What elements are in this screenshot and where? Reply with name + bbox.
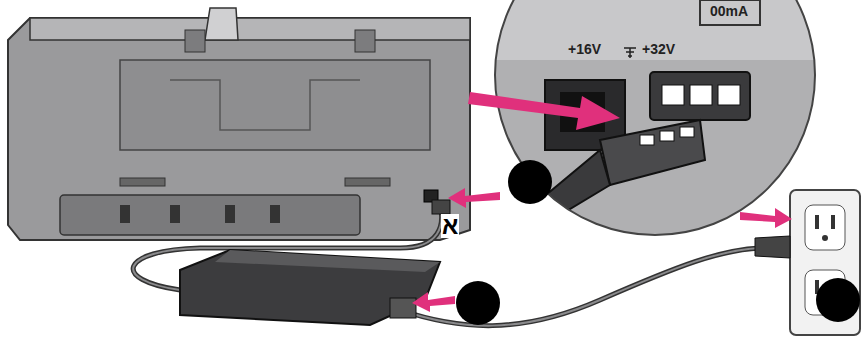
port-letter: א (441, 214, 459, 238)
port-marking: 00mA (710, 4, 748, 18)
port-marking: +32V (642, 42, 675, 56)
port-marking: +16V (568, 42, 601, 56)
